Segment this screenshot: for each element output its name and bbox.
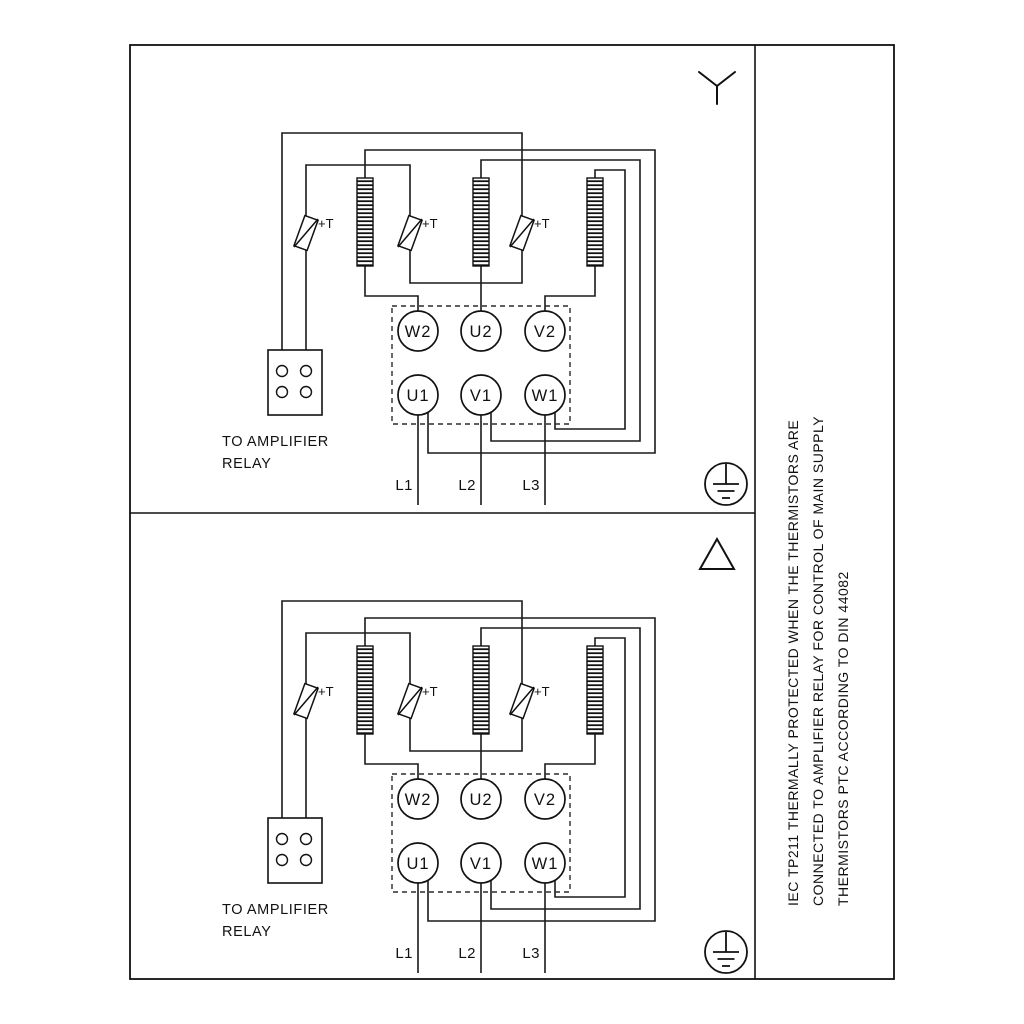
delta-connection-icon (698, 536, 736, 570)
side-note-line3: THERMISTORS PTC ACCORDING TO DIN 44082 (835, 571, 851, 906)
side-note-line1: IEC TP211 THERMALLY PROTECTED WHEN THE T… (785, 420, 801, 906)
star-connection-icon (698, 71, 736, 105)
side-note-line2: CONNECTED TO AMPLIFIER RELAY FOR CONTROL… (810, 416, 826, 906)
outer-border (129, 44, 895, 980)
side-note: IEC TP211 THERMALLY PROTECTED WHEN THE T… (785, 416, 851, 906)
